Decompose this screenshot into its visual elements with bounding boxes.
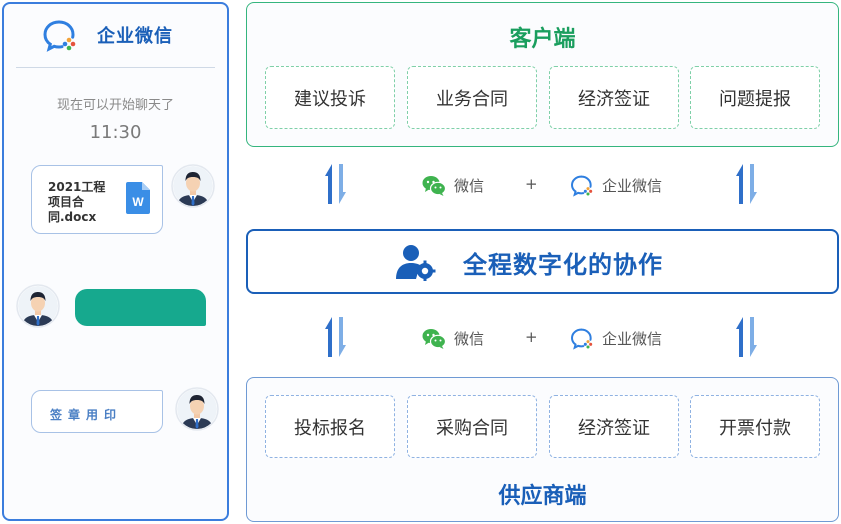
wework-icon bbox=[570, 174, 594, 198]
plus-sign: + bbox=[525, 328, 538, 346]
collaboration-title: 全程数字化的协作 bbox=[463, 251, 663, 279]
wechat-label: 微信 bbox=[454, 177, 485, 195]
customer-item-visa[interactable]: 经济签证 bbox=[549, 66, 679, 129]
wework-logo-icon bbox=[42, 18, 78, 54]
chat-hint: 现在可以开始聊天了 bbox=[56, 98, 174, 113]
supplier-item-purchase[interactable]: 采购合同 bbox=[407, 395, 537, 458]
wechat-icon bbox=[422, 328, 446, 350]
avatar-right-1 bbox=[171, 164, 215, 208]
wework-label: 企业微信 bbox=[602, 177, 663, 195]
connector-lower: 微信 + 企业微信 bbox=[246, 313, 839, 361]
file-name: 2021工程项目合同.docx bbox=[48, 180, 106, 224]
chat-time: 11:30 bbox=[89, 122, 142, 143]
chat-header: 企业微信 bbox=[4, 4, 227, 68]
supplier-title: 供应商端 bbox=[498, 484, 587, 509]
plus-sign: + bbox=[525, 175, 538, 193]
bidirectional-arrow-icon bbox=[736, 164, 757, 204]
customer-item-complaint[interactable]: 建议投诉 bbox=[265, 66, 395, 129]
supplier-item-visa[interactable]: 经济签证 bbox=[549, 395, 679, 458]
wechat-icon bbox=[422, 175, 446, 197]
user-gear-icon bbox=[396, 245, 436, 281]
supplier-item-bidding[interactable]: 投标报名 bbox=[265, 395, 395, 458]
text-message-bubble[interactable] bbox=[75, 289, 206, 326]
app-name: 企业微信 bbox=[97, 26, 173, 47]
avatar-left bbox=[16, 284, 60, 328]
sign-text: 签章用印 bbox=[50, 408, 123, 422]
supplier-item-invoice[interactable]: 开票付款 bbox=[690, 395, 820, 458]
word-doc-icon: W bbox=[126, 182, 150, 214]
customer-title: 客户端 bbox=[509, 27, 576, 52]
wework-icon bbox=[570, 327, 594, 351]
collaboration-box: 全程数字化的协作 bbox=[246, 229, 839, 294]
wechat-label: 微信 bbox=[454, 330, 485, 348]
bidirectional-arrow-icon bbox=[325, 164, 346, 204]
bidirectional-arrow-icon bbox=[736, 317, 757, 357]
bidirectional-arrow-icon bbox=[325, 317, 346, 357]
customer-item-contract[interactable]: 业务合同 bbox=[407, 66, 537, 129]
wework-label: 企业微信 bbox=[602, 330, 663, 348]
connector-upper: 微信 + 企业微信 bbox=[246, 160, 839, 208]
customer-item-issue[interactable]: 问题提报 bbox=[690, 66, 820, 129]
file-message-bubble[interactable]: 2021工程项目合同.docx W bbox=[31, 165, 163, 234]
supplier-box: 投标报名 采购合同 经济签证 开票付款 供应商端 bbox=[246, 377, 839, 522]
header-divider bbox=[16, 67, 215, 68]
sign-message-bubble[interactable]: 签章用印 bbox=[31, 390, 163, 433]
customer-box: 客户端 建议投诉 业务合同 经济签证 问题提报 bbox=[246, 2, 839, 147]
chat-phone-panel: 企业微信 现在可以开始聊天了 11:30 2021工程项目合同.docx W 签… bbox=[2, 2, 229, 521]
avatar-right-2 bbox=[175, 387, 219, 431]
word-doc-letter: W bbox=[132, 195, 144, 209]
